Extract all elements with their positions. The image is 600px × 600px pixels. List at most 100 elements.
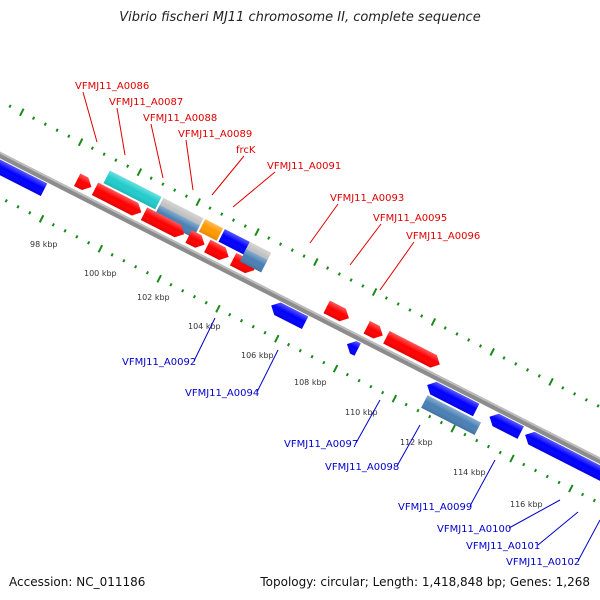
minor-tick <box>192 294 197 299</box>
minor-tick <box>596 404 600 408</box>
minor-tick <box>467 338 471 342</box>
gene-label[interactable]: VFMJ11_A0096 <box>406 231 480 242</box>
major-tick <box>19 108 25 117</box>
major-tick <box>313 258 319 267</box>
major-tick <box>391 394 398 403</box>
minor-tick <box>87 241 91 245</box>
minor-tick <box>384 296 388 300</box>
gene-label[interactable]: VFMJ11_A0092 <box>122 357 196 368</box>
gene-label[interactable]: VFMJ11_A0097 <box>284 439 358 450</box>
minor-tick <box>267 236 271 240</box>
gene-feature-shading <box>185 230 205 248</box>
chromosome-backbone <box>0 143 600 476</box>
gene-label[interactable]: VFMJ11_A0091 <box>267 161 341 172</box>
gene-feature-shading <box>383 331 440 368</box>
topology-text: Topology: circular; Length: 1,418,848 bp… <box>260 575 590 589</box>
minor-tick <box>8 104 12 109</box>
major-tick <box>156 274 162 283</box>
minor-tick <box>134 264 138 269</box>
minor-tick <box>573 392 577 396</box>
axis-tick-label: 114 kbp <box>453 468 486 477</box>
major-tick <box>195 198 201 207</box>
label-leader-line <box>577 519 600 562</box>
major-tick <box>371 287 378 297</box>
minor-tick <box>290 248 294 252</box>
axis-tick-label: 102 kbp <box>137 293 170 302</box>
minor-tick <box>4 199 8 203</box>
gene-label[interactable]: VFMJ11_A0102 <box>506 557 580 568</box>
gene-label[interactable]: VFMJ11_A0101 <box>466 541 540 552</box>
gene-feature-shading <box>363 321 383 339</box>
minor-tick <box>31 116 36 121</box>
gene-label[interactable]: VFMJ11_A0088 <box>143 113 217 124</box>
label-leader-line <box>150 123 164 179</box>
gene-label[interactable]: VFMJ11_A0087 <box>109 97 183 108</box>
label-leader-line <box>82 91 98 143</box>
label-leader-line <box>537 511 579 546</box>
major-tick <box>136 168 143 177</box>
minor-tick <box>122 258 126 263</box>
minor-tick <box>208 206 212 210</box>
minor-tick <box>263 330 267 335</box>
gene-label[interactable]: frcK <box>236 145 256 156</box>
axis-tick-label: 112 kbp <box>400 438 433 447</box>
minor-tick <box>145 270 149 275</box>
axis-tick-label: 108 kbp <box>294 378 327 387</box>
gene-label[interactable]: VFMJ11_A0089 <box>178 129 252 140</box>
gene-label[interactable]: VFMJ11_A0100 <box>437 524 511 535</box>
minor-tick <box>345 372 349 377</box>
gene-feature-shading <box>427 381 480 417</box>
minor-tick <box>514 362 518 366</box>
gene-label[interactable]: VFMJ11_A0093 <box>330 193 404 204</box>
gene-feature-shading <box>74 173 92 191</box>
gene-feature-shading <box>198 219 224 241</box>
minor-tick <box>286 342 291 347</box>
label-leader-line <box>309 203 339 244</box>
label-leader-line <box>349 223 382 266</box>
minor-tick <box>55 128 59 133</box>
minor-tick <box>396 302 400 306</box>
label-leader-line <box>232 171 276 208</box>
axis-tick-label: 106 kbp <box>241 351 274 360</box>
minor-tick <box>584 398 588 402</box>
minor-tick <box>243 224 247 228</box>
label-leader-line <box>256 349 279 393</box>
minor-tick <box>537 374 541 378</box>
gene-feature-shading <box>91 182 142 216</box>
minor-tick <box>428 414 432 419</box>
gene-label[interactable]: VFMJ11_A0095 <box>373 213 447 224</box>
minor-tick <box>302 254 306 258</box>
major-tick <box>430 317 437 326</box>
minor-tick <box>408 308 412 312</box>
minor-tick <box>298 348 302 353</box>
minor-tick <box>357 378 361 383</box>
minor-tick <box>126 164 130 168</box>
minor-tick <box>310 354 314 359</box>
gene-label[interactable]: VFMJ11_A0094 <box>185 388 259 399</box>
gene-label[interactable]: VFMJ11_A0099 <box>398 502 472 513</box>
minor-tick <box>381 390 385 395</box>
minor-tick <box>561 386 565 390</box>
minor-tick <box>184 194 189 198</box>
axis-tick-label: 116 kbp <box>510 500 543 509</box>
minor-tick <box>228 312 232 317</box>
minor-tick <box>102 152 106 156</box>
minor-tick <box>581 492 585 497</box>
minor-tick <box>404 402 408 407</box>
minor-tick <box>251 324 255 329</box>
major-tick <box>274 334 280 343</box>
gene-feature-shading <box>204 239 229 260</box>
minor-tick <box>326 266 330 270</box>
minor-tick <box>28 211 32 215</box>
minor-tick <box>525 368 530 372</box>
minor-tick <box>522 462 526 467</box>
major-tick <box>97 244 104 253</box>
gene-feature-shading <box>229 252 255 274</box>
label-leader-line <box>185 139 194 191</box>
gene-label[interactable]: VFMJ11_A0098 <box>325 462 399 473</box>
gene-label[interactable]: VFMJ11_A0086 <box>75 81 149 92</box>
axis-tick-label: 110 kbp <box>345 408 378 417</box>
minor-tick <box>278 242 283 246</box>
label-leader-line <box>355 399 381 444</box>
gene-feature-shading <box>271 302 309 330</box>
